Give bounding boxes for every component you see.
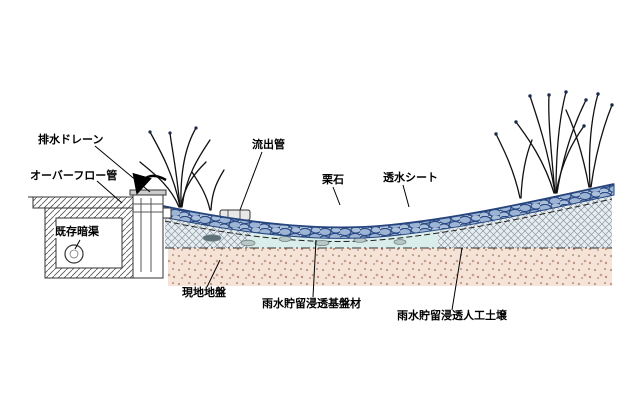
artificial-soil-left (165, 216, 250, 248)
cobble-layer (162, 183, 615, 239)
label-permeable-sheet: 透水シート (383, 171, 438, 184)
label-outflow-pipe: 流出管 (252, 138, 285, 151)
label-drain: 排水ドレーン (38, 133, 104, 146)
scattered-stones (202, 234, 407, 247)
left-drainage-structure (28, 189, 172, 279)
drain-shaft (132, 193, 164, 279)
seed-heads-left (148, 126, 198, 135)
label-base-material: 雨水貯留浸透基盤材 (262, 297, 361, 310)
plants-right (494, 90, 614, 199)
leader-lines (74, 145, 463, 311)
artificial-soil-right (438, 193, 612, 248)
label-artificial-soil: 雨水貯留浸透人工土壌 (397, 309, 507, 322)
label-existing-ground: 現地地盤 (182, 286, 226, 299)
plants-left (139, 126, 225, 211)
label-cobblestone: 栗石 (322, 173, 344, 186)
overflow-flow-arrow (132, 172, 167, 195)
culvert-pipe-circle (64, 244, 84, 264)
existing-ground-layer (168, 248, 612, 286)
seed-heads-right (494, 90, 614, 136)
label-existing-culvert: 既存暗渠 (54, 225, 100, 239)
permeable-sheet-line (164, 198, 613, 243)
label-overflow-pipe: オーバーフロー管 (30, 169, 118, 182)
